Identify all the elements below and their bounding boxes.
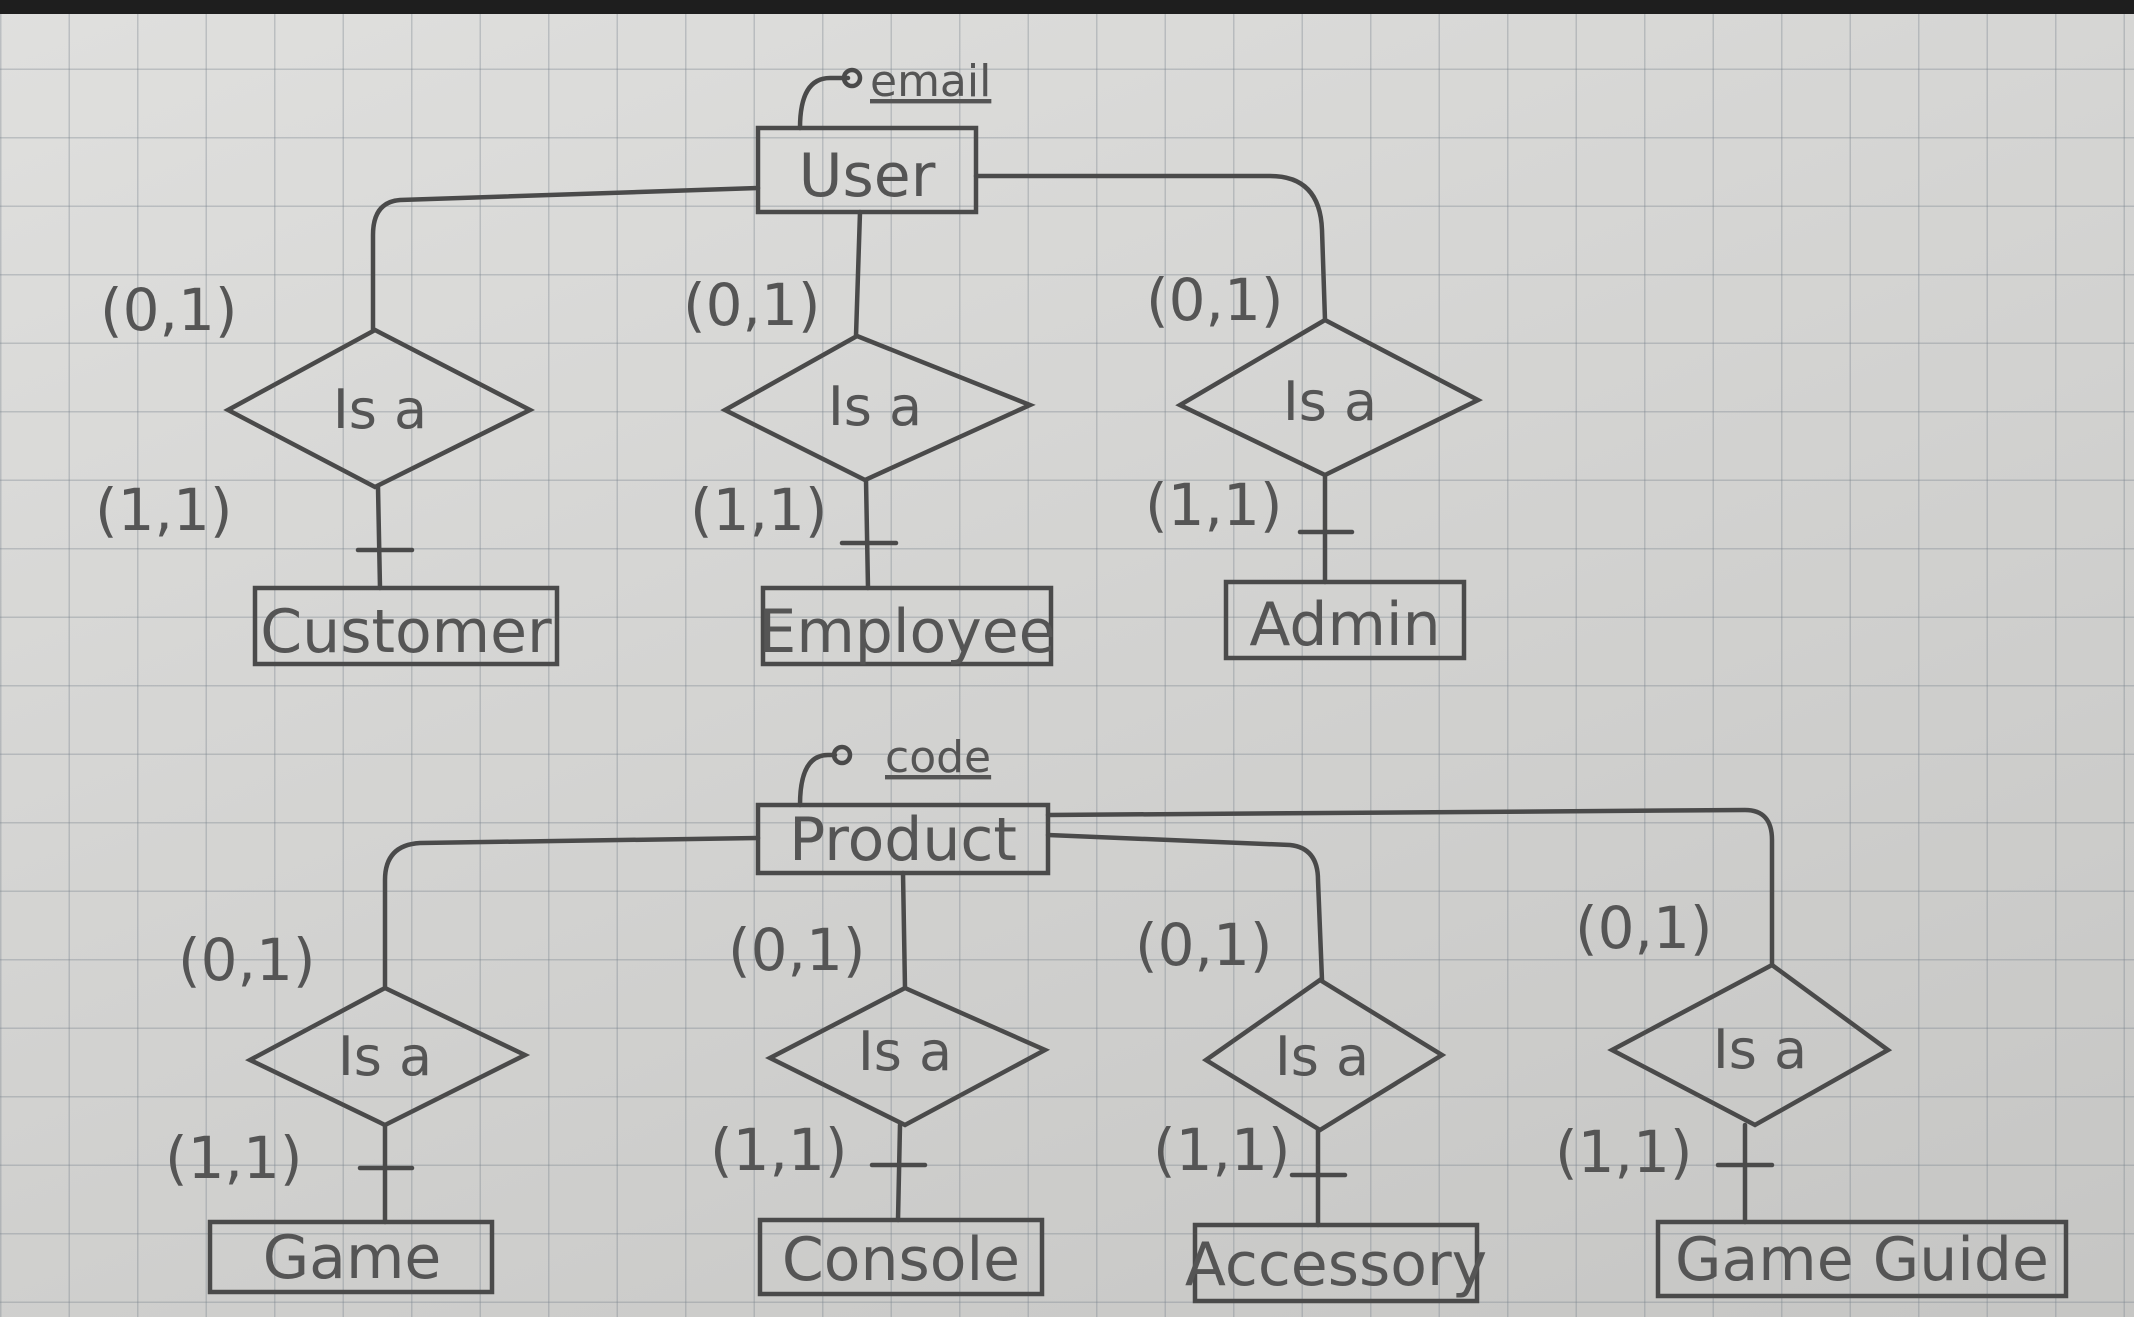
employee-entity-label: Employee bbox=[758, 597, 1055, 667]
code-attribute-circle bbox=[831, 744, 853, 766]
user-entity-label: User bbox=[799, 141, 936, 211]
user-customer-link bbox=[370, 185, 761, 333]
code-attribute-label: code bbox=[885, 732, 991, 783]
customer-entity-label: Customer bbox=[260, 597, 552, 667]
customer-isa-label: Is a bbox=[333, 378, 427, 441]
email-attribute-circle bbox=[841, 67, 863, 89]
employee-entity-box[interactable] bbox=[760, 585, 1054, 667]
guide-isa-label: Is a bbox=[1713, 1018, 1807, 1081]
user-employee-link bbox=[853, 209, 863, 339]
product-game-link bbox=[382, 835, 761, 991]
employee-parent-cardinality: (0,1) bbox=[683, 271, 821, 339]
admin-parent-cardinality: (0,1) bbox=[1146, 266, 1284, 334]
user-group: email User (0,1) Is a (1,1) Customer (0,… bbox=[95, 56, 1483, 667]
email-attribute-link bbox=[797, 75, 851, 131]
admin-child-cardinality: (1,1) bbox=[1145, 471, 1283, 539]
console-isa-diamond[interactable] bbox=[765, 985, 1051, 1128]
game-entity-box[interactable] bbox=[207, 1219, 495, 1295]
code-attribute-link bbox=[797, 752, 838, 808]
admin-entity-box[interactable] bbox=[1223, 579, 1467, 661]
console-child-link bbox=[895, 1122, 903, 1223]
accessory-parent-cardinality: (0,1) bbox=[1135, 911, 1273, 979]
product-accessory-link bbox=[1045, 832, 1325, 983]
user-entity-box[interactable] bbox=[755, 125, 979, 215]
product-console-link bbox=[900, 870, 908, 991]
game-parent-cardinality: (0,1) bbox=[178, 926, 316, 994]
game-entity-label: Game bbox=[263, 1223, 442, 1293]
customer-entity-box[interactable] bbox=[252, 585, 560, 667]
photo-top-edge bbox=[0, 0, 2134, 14]
console-entity-box[interactable] bbox=[757, 1217, 1045, 1297]
guide-isa-diamond[interactable] bbox=[1607, 962, 1893, 1128]
accessory-entity-label: Accessory bbox=[1185, 1230, 1487, 1300]
guide-entity-box[interactable] bbox=[1655, 1219, 2069, 1299]
product-entity-label: Product bbox=[789, 805, 1017, 875]
product-guide-link bbox=[1045, 807, 1775, 968]
accessory-isa-label: Is a bbox=[1275, 1025, 1369, 1088]
user-admin-link bbox=[973, 173, 1328, 323]
console-isa-label: Is a bbox=[858, 1020, 952, 1083]
console-parent-cardinality: (0,1) bbox=[728, 916, 866, 984]
email-attribute-label: email bbox=[870, 56, 991, 107]
console-entity-label: Console bbox=[782, 1225, 1020, 1295]
employee-isa-label: Is a bbox=[828, 375, 922, 438]
accessory-entity-box[interactable] bbox=[1192, 1222, 1480, 1304]
admin-entity-label: Admin bbox=[1249, 590, 1440, 660]
customer-child-cardinality: (1,1) bbox=[95, 476, 233, 544]
accessory-child-cardinality: (1,1) bbox=[1153, 1116, 1291, 1184]
employee-child-link bbox=[863, 477, 871, 591]
employee-child-cardinality: (1,1) bbox=[690, 476, 828, 544]
guide-entity-label: Game Guide bbox=[1675, 1225, 2049, 1295]
customer-child-link bbox=[375, 484, 383, 591]
customer-isa-diamond[interactable] bbox=[223, 327, 535, 490]
customer-parent-cardinality: (0,1) bbox=[100, 276, 238, 344]
game-child-cardinality: (1,1) bbox=[165, 1124, 303, 1192]
console-child-cardinality: (1,1) bbox=[710, 1116, 848, 1184]
game-isa-label: Is a bbox=[338, 1025, 432, 1088]
guide-parent-cardinality: (0,1) bbox=[1575, 894, 1713, 962]
admin-isa-label: Is a bbox=[1283, 370, 1377, 433]
product-group: code Product (0,1) Is a (1,1) Game (0,1)… bbox=[165, 732, 2069, 1304]
guide-child-cardinality: (1,1) bbox=[1555, 1118, 1693, 1186]
